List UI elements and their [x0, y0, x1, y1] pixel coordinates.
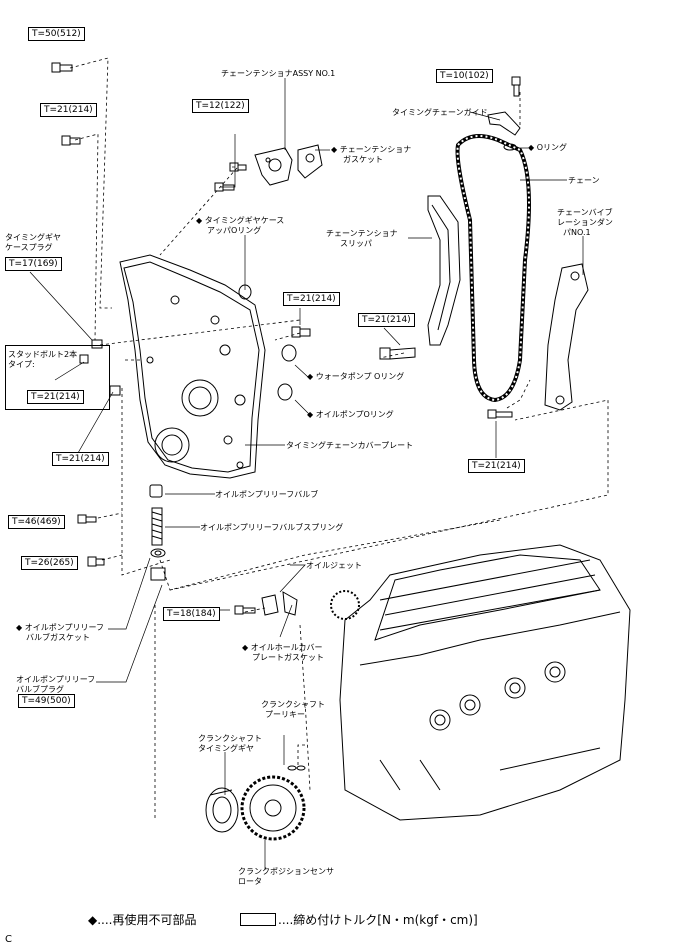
label-relief-spring: オイルポンプリリーフバルブスプリング [200, 523, 344, 532]
label-relief-valve: オイルポンプリリーフバルブ [215, 490, 319, 499]
torque-t17-169: T=17(169) [5, 257, 62, 271]
crankshaft-pulley-key [287, 765, 306, 771]
label-tensioner-slipper-1: チェーンテンショナ [326, 229, 398, 238]
bolt-t21-right [487, 409, 513, 419]
crank-position-rotor [240, 775, 306, 841]
label-relief-gasket-2: バルブガスケット [26, 633, 90, 642]
bolt-t12-lower [214, 182, 235, 192]
label-vibration-damper-1: チェーンバイブ [557, 208, 613, 217]
plug-t17 [91, 339, 103, 349]
engine-block [330, 544, 631, 821]
torque-t10-102: T=10(102) [436, 69, 493, 83]
label-crank-key-2: プーリキー [265, 710, 305, 719]
label-position-rotor-2: ロータ [238, 877, 262, 886]
vibration-damper [544, 263, 589, 411]
torque-t21-stud-right: T=21(214) [358, 313, 415, 327]
label-relief-gasket-1: ◆ オイルポンプリリーフ [16, 623, 104, 632]
label-oil-jet: オイルジェット [306, 561, 362, 570]
label-relief-plug-2: バルブプラグ [16, 685, 64, 694]
torque-t50-512: T=50(512) [28, 27, 85, 41]
legend-torque: ....締め付けトルク[N・m(kgf・cm)] [240, 912, 478, 928]
torque-t21-stud: T=21(214) [27, 390, 84, 404]
torque-t46-469: T=46(469) [8, 515, 65, 529]
torque-t49-500: T=49(500) [18, 694, 75, 708]
label-oil-hole-gasket-1: ◆ オイルホールカバー [242, 643, 323, 652]
bolt-t26 [87, 556, 105, 567]
stud-bolt [79, 354, 89, 364]
timing-chain-cover-plate [119, 254, 266, 479]
dashed-guide-lines [69, 57, 609, 820]
leader-lines [29, 78, 584, 870]
label-gear-case-plug-2: ケースプラグ [5, 243, 53, 252]
tensioner-slipper [427, 195, 461, 346]
chain-tensioner [254, 144, 323, 186]
oil-jet [261, 591, 298, 616]
label-cover-plate: タイミングチェーンカバープレート [286, 441, 414, 450]
label-chain: チェーン [568, 176, 600, 185]
legend-torque-text: ....締め付けトルク[N・m(kgf・cm)] [278, 913, 478, 927]
bolt-t50 [51, 62, 73, 73]
torque-t12-122: T=12(122) [192, 99, 249, 113]
label-gear-case-oring-1: ◆ タイミングギヤケース [196, 216, 285, 225]
bolt-t21-left [109, 385, 121, 396]
label-oil-pump-oring: ◆ オイルポンプOリング [307, 410, 394, 419]
label-crank-gear-1: クランクシャフト [198, 734, 262, 743]
label-tensioner-slipper-2: スリッパ [340, 239, 372, 248]
torque-t21-top: T=21(214) [40, 103, 97, 117]
legend-torque-box [240, 913, 276, 926]
crankshaft-timing-gear [205, 787, 239, 833]
label-tensioner-gasket-2: ガスケット [343, 155, 383, 164]
torque-t21-mid: T=21(214) [283, 292, 340, 306]
label-relief-plug-1: オイルポンプリリーフ [16, 675, 96, 684]
label-water-pump-oring: ◆ ウォータポンプ Oリング [307, 372, 405, 381]
torque-t21-left: T=21(214) [52, 452, 109, 466]
legend-non-reusable: ◆....再使用不可部品 [88, 913, 197, 927]
label-crank-key-1: クランクシャフト [261, 700, 325, 709]
oil-pump-relief-parts [149, 484, 166, 581]
corner-mark: C [5, 934, 12, 945]
torque-t26-265: T=26(265) [21, 556, 78, 570]
label-stud-bolt-2: タイプ: [8, 360, 35, 369]
bolt-t10 [511, 76, 521, 97]
bolt-t12-upper [229, 162, 247, 172]
stud-t21 [379, 347, 416, 360]
bolt-t18 [234, 605, 256, 615]
bolts [51, 62, 521, 615]
label-tensioner-gasket-1: ◆ チェーンテンショナ [331, 145, 412, 154]
bolt-t46 [77, 514, 97, 524]
stud-bolt-callout-frame [5, 345, 110, 410]
o-rings [238, 284, 297, 401]
label-crank-gear-2: タイミングギヤ [198, 744, 254, 753]
label-vibration-damper-2: レーションダン [557, 218, 613, 227]
bolt-t21-top [61, 135, 81, 146]
bolt-t21-mid [291, 326, 311, 338]
label-gear-case-oring-2: アッパOリング [207, 226, 262, 235]
label-o-ring: ◆ Oリング [528, 143, 567, 152]
label-timing-chain-guide: タイミングチェーンガイド [392, 108, 488, 117]
torque-t18-184: T=18(184) [163, 607, 220, 621]
label-stud-bolt-1: スタッドボルト2本 [8, 350, 78, 359]
timing-chain [455, 134, 531, 403]
label-vibration-damper-3: パNO.1 [563, 228, 591, 237]
label-tensioner-assy: チェーンテンショナASSY NO.1 [221, 69, 336, 78]
torque-t21-right: T=21(214) [468, 459, 525, 473]
label-gear-case-plug-1: タイミングギヤ [5, 233, 61, 242]
label-oil-hole-gasket-2: プレートガスケット [252, 653, 324, 662]
label-position-rotor-1: クランクポジションセンサ [238, 867, 334, 876]
